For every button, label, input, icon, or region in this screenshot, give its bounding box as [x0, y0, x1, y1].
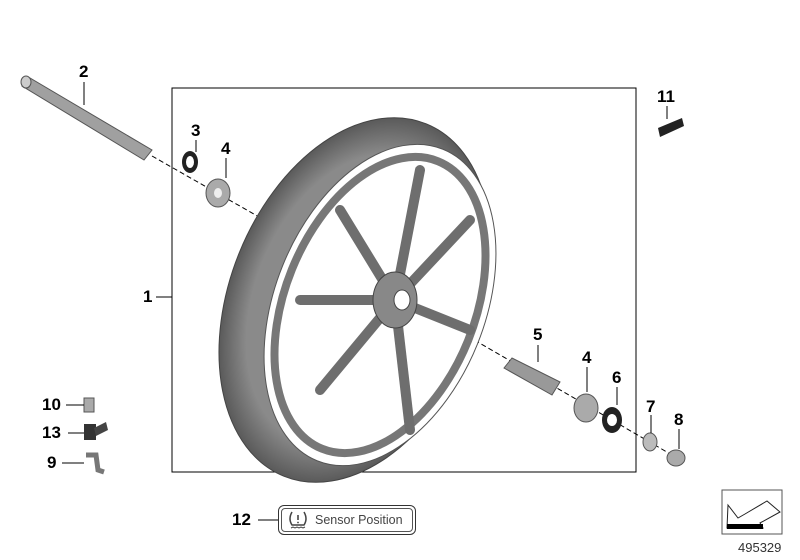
sensor-position-button[interactable]: Sensor Position	[278, 505, 416, 535]
washer-7	[642, 432, 658, 452]
callout-6[interactable]: 6	[612, 368, 622, 387]
valve-9	[86, 452, 105, 475]
callout-5[interactable]: 5	[533, 325, 543, 344]
callout-13[interactable]: 13	[42, 423, 61, 442]
diagram-number: 495329	[738, 540, 782, 555]
callout-8[interactable]: 8	[674, 410, 684, 429]
wheel-part	[218, 117, 497, 483]
bearing-4b	[573, 393, 599, 423]
back-arrow-icon[interactable]	[721, 489, 783, 535]
weight-11	[658, 118, 684, 137]
callout-9[interactable]: 9	[47, 453, 57, 472]
spacer-5	[503, 357, 561, 396]
bolt-8	[666, 449, 686, 467]
callout-11[interactable]: 11	[657, 87, 675, 106]
callout-2[interactable]: 2	[79, 62, 89, 81]
sensor-position-label: Sensor Position	[315, 513, 403, 527]
callout-7[interactable]: 7	[646, 397, 656, 416]
callout-10[interactable]: 10	[42, 395, 61, 414]
callout-12[interactable]: 12	[232, 510, 251, 529]
callout-3[interactable]: 3	[191, 121, 201, 140]
callout-4[interactable]: 4	[221, 139, 231, 158]
callout-1[interactable]: 1	[143, 287, 153, 306]
callout-4b[interactable]: 4	[582, 348, 592, 367]
sensor-cap-10	[83, 397, 95, 413]
tpms-warning-icon	[289, 511, 307, 529]
assembly-frame	[171, 87, 637, 473]
sensor-13	[84, 424, 96, 440]
